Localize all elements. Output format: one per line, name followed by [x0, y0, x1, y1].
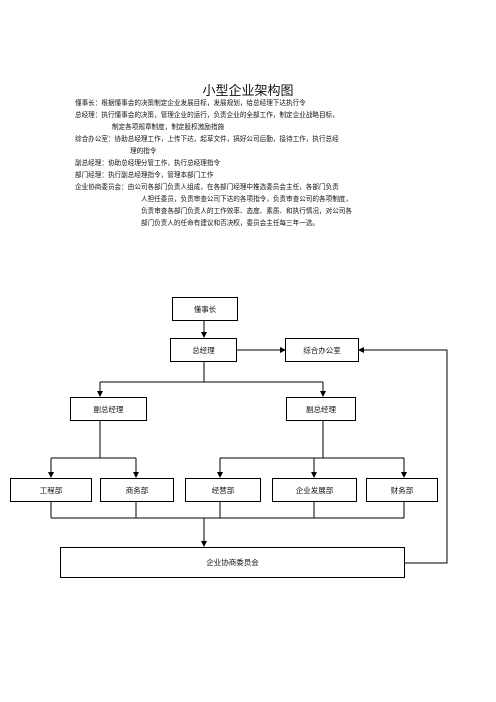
node-office: 综合办公室: [285, 338, 359, 362]
desc-committee-cont2: 负责审查各部门负责人的工作效率、态度、素质、和执行情况，对公司各: [141, 207, 352, 215]
node-operations: 经营部: [185, 478, 261, 502]
desc-committee-cont3: 部门负责人的任命有建议和否决权，委员会主任每三年一选。: [141, 219, 320, 227]
node-engineering: 工程部: [10, 478, 92, 502]
node-vp-2: 副总经理: [286, 397, 356, 421]
desc-committee: 企业协商委员会：由公司各部门负责人组成，在各部门经理中推选委员会主任，各部门负责: [75, 183, 339, 191]
node-committee: 企业协商委员会: [60, 547, 405, 578]
desc-office-cont: 理的指令: [130, 147, 157, 155]
page-title: 小型企业架构图: [202, 84, 294, 99]
desc-chairman: 懂事长：根据懂事会的决策制定企业发展目标，发展规划，给总经理下达执行令: [75, 99, 306, 107]
desc-office: 综合办公室：协助总经理工作，上传下达，起草文件，搞好公司后勤，接待工作，执行总经: [75, 135, 339, 143]
node-development: 企业发展部: [272, 478, 357, 502]
desc-dept-manager: 部门经理：执行副总经理指令，管理本部门工作: [75, 171, 214, 179]
desc-gm-cont: 制定各项规章制度，制定股权激励措施: [112, 123, 225, 131]
node-business: 商务部: [100, 478, 174, 502]
desc-vp: 副总经理：协助总经理分管工作，执行总经理指令: [75, 159, 221, 167]
node-vp-1: 副总经理: [70, 397, 147, 421]
node-finance: 财务部: [366, 478, 438, 502]
desc-gm: 总经理：执行懂事会的决策，管理企业的运行，负责企业的全部工作，制定企业战略目标，: [75, 111, 339, 119]
node-chairman: 懂事长: [172, 297, 238, 321]
line-committee-office: [358, 347, 448, 564]
desc-committee-cont1: 人担任委员，负责审查公司下达的各项指令，负责审查公司的各项制度，: [141, 195, 352, 203]
node-gm: 总经理: [170, 338, 237, 362]
